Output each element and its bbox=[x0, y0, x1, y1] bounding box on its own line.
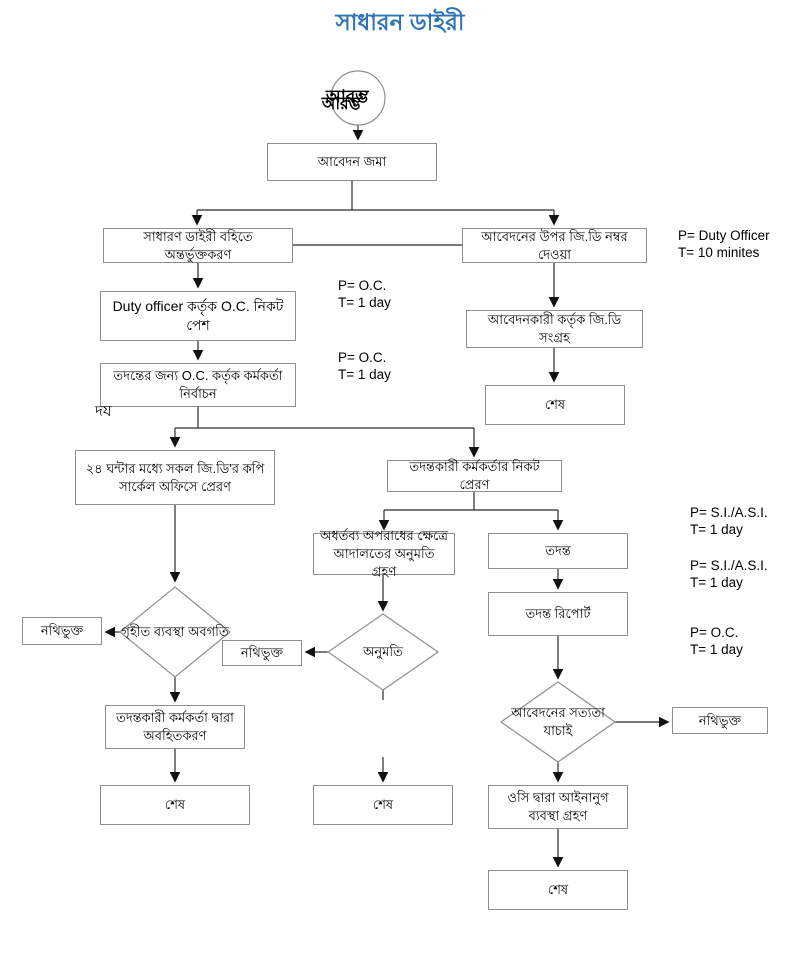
box-investigation: তদন্ত bbox=[488, 533, 628, 569]
box-end-middle: শেষ bbox=[313, 785, 453, 825]
decision-permission-label: অনুমতি bbox=[363, 644, 403, 660]
annotation-time: T= 1 day bbox=[338, 367, 391, 382]
annotation-time: T= 1 day bbox=[690, 642, 743, 657]
annotation-oc-3: P= O.C. T= 1 day bbox=[690, 624, 743, 658]
annotation-person: P= Duty Officer bbox=[678, 228, 770, 243]
decision-verify-label: আবেদনের সত্যতা যাচাই bbox=[511, 705, 605, 738]
box-end-right-top: শেষ bbox=[485, 385, 625, 425]
start-circle bbox=[330, 70, 386, 126]
start-label-ghost: আরম্ভ bbox=[321, 94, 361, 113]
annotation-si-1: P= S.I./A.S.I. T= 1 day bbox=[690, 504, 768, 538]
box-filed-middle: নথিভুক্ত bbox=[222, 640, 302, 666]
box-send-to-investigating-officer: তদন্তকারী কর্মকর্তার নিকট প্রেরণ bbox=[387, 459, 562, 492]
box-io-inform: তদন্তকারী কর্মকর্তা দ্বারা অবহিতকরণ bbox=[105, 705, 245, 749]
box-court-permission: অধর্তব্য অপরাধের ক্ষেত্রে আদালতের অনুমতি… bbox=[313, 528, 455, 579]
stray-text: দয bbox=[95, 403, 112, 420]
box-end-right-bottom: শেষ bbox=[488, 870, 628, 910]
annotation-person: P= S.I./A.S.I. bbox=[690, 505, 768, 520]
annotation-person: P= O.C. bbox=[338, 350, 387, 365]
decision-action-taken-label: গৃহীত ব্যবস্থা অবগতি bbox=[121, 624, 229, 640]
annotation-time: T= 1 day bbox=[690, 522, 743, 537]
annotation-person: P= O.C. bbox=[690, 625, 739, 640]
box-end-left: শেষ bbox=[100, 785, 250, 825]
box-officer-selection: তদন্তের জন্য O.C. কর্তৃক কর্মকর্তা নির্ব… bbox=[100, 363, 296, 407]
annotation-duty-officer: P= Duty Officer T= 10 minites bbox=[678, 227, 770, 261]
box-duty-officer-present: Duty officer কর্তৃক O.C. নিকট পেশ bbox=[100, 291, 296, 341]
box-gd-register-entry: সাধারণ ডাইরী বহিতে অন্তর্ভুক্তকরণ bbox=[103, 228, 293, 263]
decision-action-taken-shape bbox=[119, 586, 231, 678]
box-application-submit: আবেদন জমা bbox=[267, 143, 437, 181]
decision-verify-shape bbox=[499, 681, 617, 763]
annotation-oc-2: P= O.C. T= 1 day bbox=[338, 349, 391, 383]
annotation-time: T= 1 day bbox=[690, 575, 743, 590]
start-node: আরম্ভ আরম্ভ bbox=[318, 80, 408, 116]
box-filed-right: নথিভুক্ত bbox=[672, 707, 768, 734]
page-title: সাধারন ডাইরী bbox=[335, 9, 465, 35]
start-label: আরম্ভ bbox=[326, 87, 369, 106]
decision-permission-shape bbox=[326, 613, 440, 691]
box-filed-left: নথিভুক্ত bbox=[22, 617, 102, 645]
box-oc-legal-action: ওসি দ্বারা আইনানুগ ব্যবস্থা গ্রহণ bbox=[488, 785, 628, 829]
annotation-oc-1: P= O.C. T= 1 day bbox=[338, 277, 391, 311]
box-copy-to-circle-office: ২৪ ঘন্টার মধ্যে সকল জি.ডি'র কপি সার্কেল … bbox=[75, 450, 275, 505]
annotation-person: P= O.C. bbox=[338, 278, 387, 293]
annotation-si-2: P= S.I./A.S.I. T= 1 day bbox=[690, 557, 768, 591]
annotation-time: T= 10 minites bbox=[678, 245, 760, 260]
annotation-person: P= S.I./A.S.I. bbox=[690, 558, 768, 573]
box-applicant-collect-gd: আবেদনকারী কর্তৃক জি.ডি সংগ্রহ bbox=[466, 310, 643, 348]
annotation-time: T= 1 day bbox=[338, 295, 391, 310]
box-gd-number-assign: আবেদনের উপর জি.ডি নম্বর দেওয়া bbox=[462, 228, 647, 263]
box-investigation-report: তদন্ত রিপোর্ট bbox=[488, 592, 628, 636]
